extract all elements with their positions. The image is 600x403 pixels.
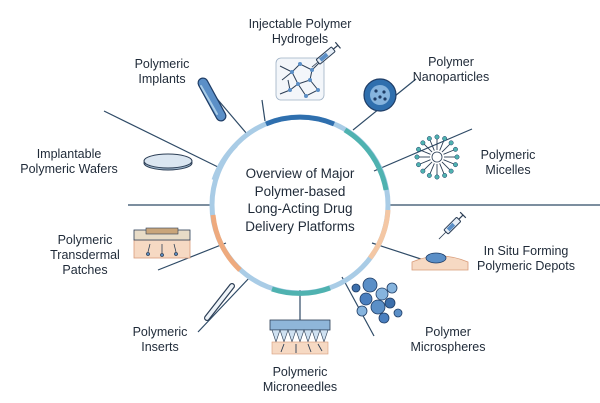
micelle-spoke [441, 143, 451, 153]
label-wafers-line-2: Polymeric Wafers [20, 162, 118, 176]
label-injectable-hydrogels-line-2: Hydrogels [271, 32, 329, 46]
micelle-spoke [441, 161, 451, 171]
central-ring [209, 114, 391, 296]
micelle-head [420, 140, 426, 146]
label-microspheres-line-2: Microspheres [410, 340, 486, 354]
micelle-head [442, 173, 448, 178]
label-transdermal-patches-line-2: Transdermal [50, 248, 120, 262]
label-microspheres: Polymer Microspheres [400, 325, 496, 355]
ring-segment-left [211, 143, 238, 181]
divider-line-left-lower [157, 242, 227, 271]
micelle-head [448, 168, 454, 174]
center-title: Overview of Major Polymer-based Long-Act… [222, 165, 378, 235]
micelle-head [453, 146, 458, 152]
implant-rod-icon [197, 77, 227, 122]
center-title-line-2: Polymer-based [254, 183, 346, 199]
insert-icon [204, 283, 235, 321]
wafer-icon [143, 153, 193, 171]
micelle-spoke [439, 163, 445, 174]
label-in-situ-depots-line-2: Polymeric Depots [477, 259, 575, 273]
divider-line-top [261, 99, 266, 122]
micelle-head [416, 146, 421, 152]
depot-syringe-icon [438, 211, 467, 240]
label-microneedles-line-2: Microneedles [262, 380, 338, 394]
label-implants-line-2: Implants [138, 72, 186, 86]
hydrogel-icon [275, 41, 341, 101]
label-injectable-hydrogels-line-1: Injectable Polymer [248, 17, 352, 31]
micelle-spoke [423, 143, 433, 153]
label-micelles-line-1: Polymeric [480, 148, 536, 162]
label-micelles-line-2: Micelles [485, 163, 531, 177]
label-inserts-line-1: Polymeric [132, 325, 188, 339]
divider-line-bottom-right [341, 276, 375, 337]
micelle-head [454, 154, 460, 160]
label-implants: Polymeric Implants [124, 57, 200, 87]
divider-line-bottom-left [197, 275, 252, 333]
label-microneedles-line-1: Polymeric [272, 365, 328, 379]
label-nanoparticles-line-1: Polymer [428, 55, 474, 69]
label-transdermal-patches-line-3: Patches [62, 263, 108, 277]
label-microneedles: Polymeric Microneedles [254, 365, 346, 395]
label-transdermal-patches: Polymeric Transdermal Patches [36, 233, 134, 278]
micelle-spoke [443, 159, 454, 165]
ring-segment-top-right [343, 127, 389, 191]
micelle-head [434, 134, 440, 140]
nanoparticle-icon [363, 78, 397, 112]
ring-segment-bottom [271, 285, 331, 296]
label-implants-line-1: Polymeric [134, 57, 190, 71]
micelle-head [453, 162, 458, 168]
label-injectable-hydrogels: Injectable Polymer Hydrogels [238, 17, 362, 47]
ring-segment-top [265, 114, 335, 127]
micelle-spoke [439, 140, 445, 151]
label-nanoparticles: Polymer Nanoparticles [406, 55, 496, 85]
transdermal-patch-icon [133, 227, 191, 259]
label-microspheres-line-1: Polymer [425, 325, 471, 339]
ring-segment-right [367, 209, 391, 260]
microspheres-icon [351, 277, 403, 324]
label-nanoparticles-line-2: Nanoparticles [412, 70, 490, 84]
center-title-line-3: Long-Acting Drug [247, 201, 353, 216]
label-micelles: Polymeric Micelles [470, 148, 546, 178]
microneedles-icon [269, 319, 331, 355]
divider-line-right-upper [373, 128, 473, 172]
label-transdermal-patches-line-1: Polymeric [57, 233, 113, 247]
micelle-spoke [429, 140, 435, 151]
label-wafers-line-1: Implantable [36, 147, 102, 161]
micelle-head [416, 162, 421, 168]
micelle-head [414, 154, 420, 160]
micelle-head [426, 173, 432, 178]
micelle-icon [414, 134, 460, 180]
center-title-line-1: Overview of Major [245, 166, 355, 181]
micelle-spoke [423, 161, 433, 171]
center-title-line-4: Delivery Platforms [245, 218, 355, 234]
micelle-spoke [443, 149, 454, 155]
micelle-head [442, 136, 448, 141]
micelle-spoke [420, 159, 431, 165]
label-in-situ-depots-line-1: In Situ Forming [483, 244, 569, 258]
label-wafers: Implantable Polymeric Wafers [12, 147, 126, 177]
micelle-spoke [420, 149, 431, 155]
label-inserts-line-2: Inserts [141, 340, 179, 354]
label-inserts: Polymeric Inserts [122, 325, 198, 355]
syringe-icon [311, 41, 341, 68]
micelle-spoke [429, 163, 435, 174]
micelle-head [426, 136, 432, 141]
label-in-situ-depots: In Situ Forming Polymeric Depots [470, 244, 582, 274]
micelle-head [434, 174, 440, 180]
in-situ-depot-icon [411, 211, 469, 271]
ring-segment-bottom-left [210, 214, 242, 272]
divider-lines [103, 78, 600, 337]
micelle-head [420, 168, 426, 174]
divider-line-left-upper [103, 110, 221, 169]
micelle-head [448, 140, 454, 146]
